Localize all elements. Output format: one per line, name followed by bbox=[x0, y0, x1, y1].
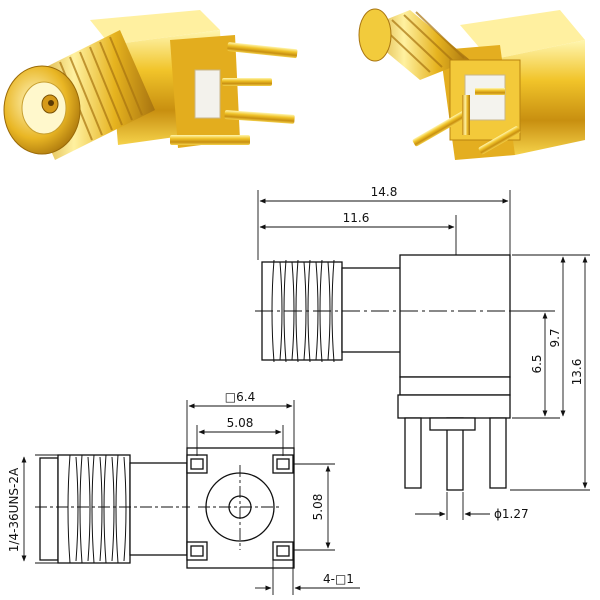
front-view-drawing bbox=[35, 447, 295, 569]
dim-pin-spacing-v-label: 5.08 bbox=[311, 494, 325, 521]
side-view-drawing bbox=[255, 254, 520, 491]
front-view-dimensions bbox=[21, 400, 360, 595]
dim-total-height-label: 13.6 bbox=[570, 359, 584, 386]
dim-height-to-flange-label: 9.7 bbox=[548, 328, 562, 347]
dim-overall-length-label: 14.8 bbox=[371, 185, 398, 199]
dim-pin-diameter-label: ϕ1.27 bbox=[494, 507, 529, 521]
dim-body-height-label: 6.5 bbox=[530, 354, 544, 373]
dim-corner-pins-label: 4-□1 bbox=[323, 572, 354, 586]
dim-thread-spec-label: 1/4-36UNS-2A bbox=[7, 467, 21, 552]
product-photo-rear bbox=[358, 8, 585, 160]
dim-pin-spacing-h-label: 5.08 bbox=[227, 416, 254, 430]
product-photo-front bbox=[3, 10, 298, 160]
side-view-dimensions bbox=[257, 190, 590, 520]
dim-connector-length-label: 11.6 bbox=[343, 211, 370, 225]
dim-body-square-label: □6.4 bbox=[225, 390, 255, 404]
